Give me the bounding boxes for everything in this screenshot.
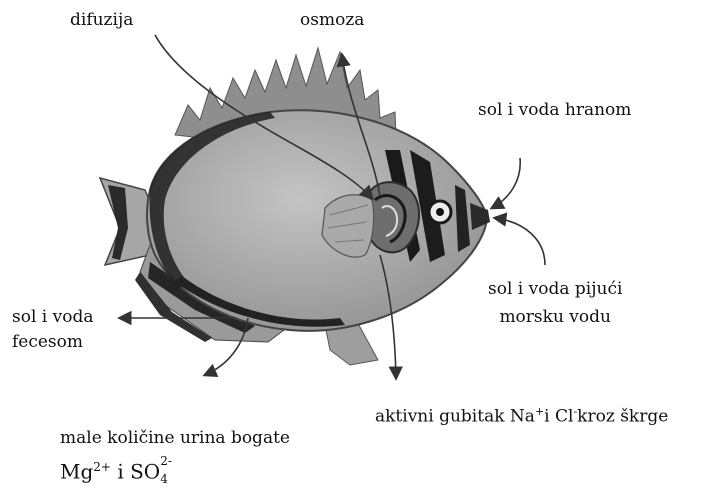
na-charge: + [535,405,544,418]
urin-mg: Mg [60,460,93,484]
label-fecesom-line2: fecesom [12,330,94,355]
label-urin-line1: male količine urina bogate [60,428,290,448]
label-difuzija: difuzija [70,10,133,30]
gubitak-suffix: kroz škrge [577,407,668,427]
gill-region [368,182,419,252]
label-sol-voda-hranom: sol i voda hranom [478,100,631,120]
label-aktivni-gubitak: aktivni gubitak Na+i Cl-kroz škrge [375,402,668,427]
gubitak-prefix: aktivni gubitak Na [375,407,535,427]
snout [470,203,490,230]
so4-sub: 4 [160,467,168,490]
urin-mg-charge: 2+ [93,460,111,474]
arrow-pijuci [495,218,545,265]
label-sol-voda-pijuci-line2: morsku vodu [488,303,622,331]
label-sol-voda-fecesom: sol i voda fecesom [12,305,94,355]
label-sol-voda-pijuci-line1: sol i voda pijući [488,275,622,303]
arrow-hranom [492,158,520,208]
gubitak-mid: i Cl [544,407,573,427]
so4-stack: 2-4 [160,455,180,479]
label-osmoza: osmoza [300,10,364,30]
urin-and: i SO [117,460,160,484]
eye [429,201,451,223]
label-sol-voda-pijuci: sol i voda pijući morsku vodu [488,275,622,331]
label-fecesom-line1: sol i voda [12,305,94,330]
